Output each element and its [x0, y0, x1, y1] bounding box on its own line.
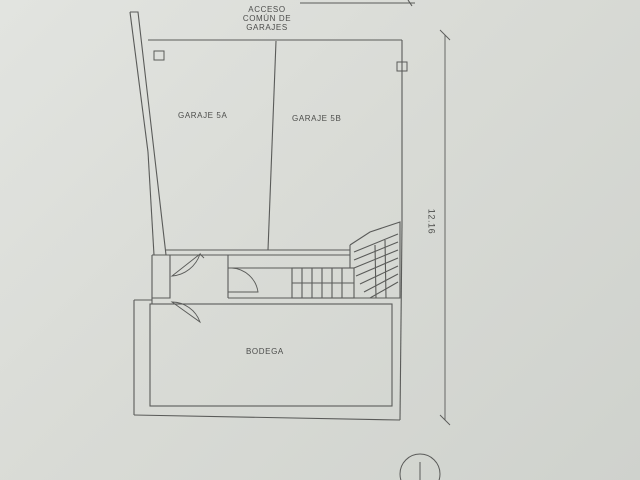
left-slanted-wall-outer — [130, 11, 167, 256]
top-edge-tick — [407, 0, 413, 7]
left-slanted-wall-inner — [129, 11, 149, 153]
column-left — [153, 50, 165, 61]
north-arrow-circle — [399, 453, 441, 480]
column-right — [396, 61, 408, 72]
vestibule-wall — [151, 254, 171, 299]
garage-divider-wall — [267, 40, 277, 251]
storage-label: BODEGA — [246, 347, 284, 356]
door-swing-upper — [170, 252, 201, 277]
left-wall-lower-inner — [147, 151, 155, 256]
garage-5b-label: GARAJE 5B — [292, 114, 342, 123]
access-line-3: GARAJES — [246, 23, 288, 32]
access-line-2: COMÚN DE — [242, 14, 292, 23]
garage-5a-label: GARAJE 5A — [178, 111, 228, 120]
access-line-1: ACCESO — [248, 5, 286, 14]
right-wall-lower — [399, 224, 403, 421]
bottom-wall-outer — [133, 414, 401, 421]
stairs-upper-outline — [349, 221, 401, 299]
dimension-tick-bottom — [439, 414, 451, 426]
door-swing-lower — [170, 301, 201, 324]
dimension-tick-top — [439, 29, 451, 41]
common-access-label: ACCESO COMÚN DE GARAJES — [222, 5, 312, 32]
storage-room-outline — [149, 303, 393, 407]
dimension-label: 12.16 — [426, 208, 437, 235]
door-swing-corridor — [228, 267, 259, 293]
